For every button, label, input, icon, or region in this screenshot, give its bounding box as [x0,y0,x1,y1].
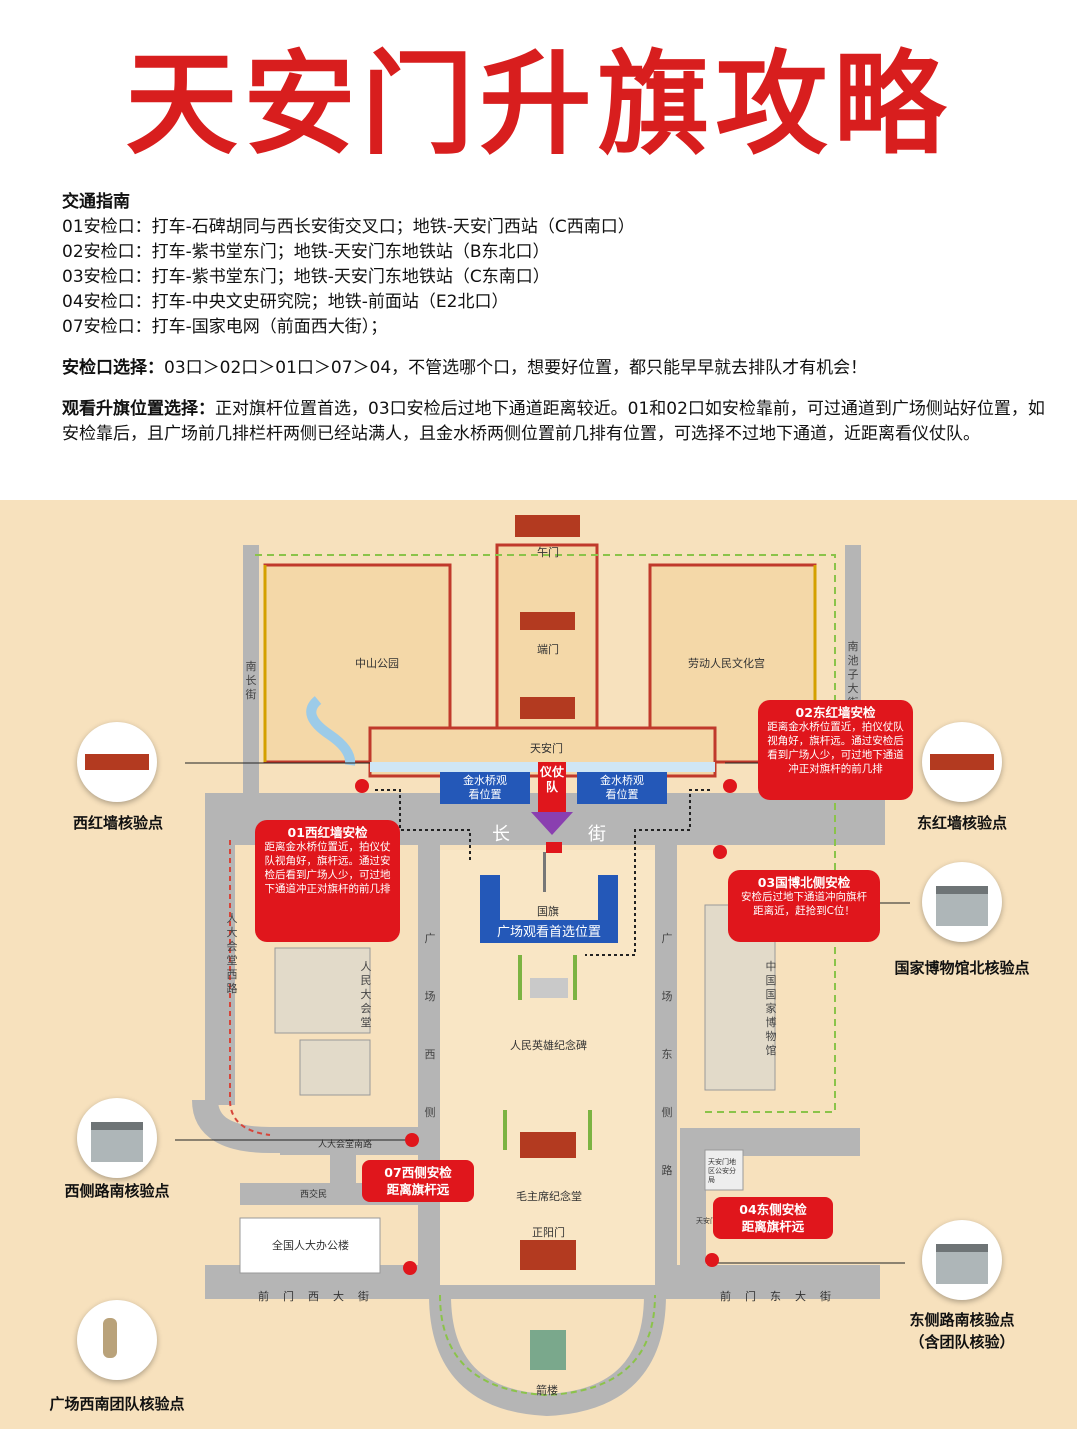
callout-03-museum-north: 03国博北侧安检 安检后过地下通道冲向旗杆距离近，赶抢到C位！ [728,870,880,942]
label-jianlou: 箭楼 [536,1384,558,1397]
view-text: 正对旗杆位置首选，03口安检后过地下通道距离较近。01和02口如安检靠前，可过通… [62,399,1045,444]
museum-north-icon [922,862,1002,942]
east-wall-icon [922,722,1002,802]
callout-07-title: 07西侧安检 [384,1165,452,1180]
label-great-hall: 人民大会堂 [360,960,372,1029]
choice-text: 03口＞02口＞01口＞07＞04，不管选哪个口，想要好位置，都只能早早就去排队… [164,358,868,378]
checkpoint-square-team: 广场西南团队核验点 [49,1395,185,1413]
road-qianmen-east: 前门东大街 [720,1290,845,1303]
square-team-icon [77,1300,157,1380]
callout-02-title: 02东红墙安检 [795,705,876,720]
honor-guard-label: 仪仗队 [539,765,564,794]
checkpoint-east-south-note: （含团队核验） [909,1333,1015,1351]
road-renda-west: 人大会堂西路 [226,912,238,995]
callout-04-body: 距离旗杆远 [741,1219,805,1234]
view-label: 观看升旗位置选择： [62,399,215,419]
label-mausoleum: 毛主席纪念堂 [516,1190,582,1203]
checkpoint-west-south: 西侧路南核验点 [64,1182,170,1200]
guide-line: 03安检口：打车-紫书堂东门；地铁-天安门东地铁站（C东南口） [62,267,550,287]
callout-01-title: 01西红墙安检 [287,825,368,840]
guide-line: 02安检口：打车-紫书堂东门；地铁-天安门东地铁站（B东北口） [62,242,550,262]
road-renda-south: 人大会堂南路 [318,1140,373,1150]
road-changjie-2: 街 [588,824,606,845]
label-national-flag: 国旗 [537,905,559,918]
road-guangchang-east: 广场东侧路 [661,932,673,1177]
view-choice: 观看升旗位置选择：正对旗杆位置首选，03口安检后过地下通道距离较近。01和02口… [62,397,1052,447]
label-wumen: 午门 [537,546,559,559]
checkpoint-choice: 安检口选择：03口＞02口＞01口＞07＞04，不管选哪个口，想要好位置，都只能… [62,356,1052,381]
bridge-view-right: 金水桥观看位置 [577,772,667,804]
checkpoint-east-wall: 东红墙核验点 [916,814,1007,832]
road-xijiaomin: 西交民 [300,1190,328,1200]
road-changjie-1: 长 [492,824,510,845]
square-map: 午门 端门 天安门 中山公园 劳动人民文化宫 国旗 人民英雄纪念碑 毛主席纪念堂… [0,500,1077,1429]
label-museum: 中国国家博物馆 [765,960,777,1057]
callout-07-body: 距离旗杆远 [386,1182,450,1197]
callout-04-east: 04东侧安检 距离旗杆远 [713,1197,833,1239]
guide-line: 07安检口：打车-国家电网（前面西大街）； [62,317,388,337]
callout-07-west: 07西侧安检 距离旗杆远 [362,1160,474,1202]
guide-line: 01安检口：打车-石碑胡同与西长安街交叉口；地铁-天安门西站（C西南口） [62,217,635,237]
label-zhongshan-park: 中山公园 [355,657,399,670]
guide-heading: 交通指南 [62,192,130,212]
callout-02-body: 距离金水桥位置近，拍仪仗队视角好，旗杆远。通过安检后看到广场人少，可过地下通道冲… [767,721,904,775]
label-laodong-palace: 劳动人民文化宫 [688,657,765,670]
road-nanchang: 南长街 [245,660,257,701]
callout-01-body: 距离金水桥位置近，拍仪仗队视角好，旗杆远。通过安检后看到广场人少，可过地下通道冲… [264,841,391,895]
label-monument: 人民英雄纪念碑 [510,1039,587,1052]
label-tiananmen: 天安门 [530,742,563,755]
west-wall-icon [77,722,157,802]
callout-03-title: 03国博北侧安检 [757,875,851,890]
road-guangchang-west: 广场西侧路 [424,932,436,1177]
guide-line: 04安检口：打车-中央文史研究院；地铁-前面站（E2北口） [62,292,509,312]
callout-01-west-wall: 01西红墙安检 距离金水桥位置近，拍仪仗队视角好，旗杆远。通过安检后看到广场人少… [255,820,400,942]
best-spot-label: 广场观看首选位置 [480,923,618,943]
map-graphics [0,500,1077,1429]
page-title: 天安门升旗攻略 [125,40,952,170]
callout-03-body: 安检后过地下通道冲向旗杆距离近，赶抢到C位！ [741,891,867,917]
east-south-icon [922,1220,1002,1300]
traffic-guide: 交通指南 01安检口：打车-石碑胡同与西长安街交叉口；地铁-天安门西站（C西南口… [62,190,1052,447]
choice-label: 安检口选择： [62,358,164,378]
road-qianmen-west: 前门西大街 [258,1290,383,1303]
checkpoint-west-wall: 西红墙核验点 [72,814,163,832]
checkpoint-museum-north: 国家博物馆北核验点 [894,959,1030,977]
label-duanmen: 端门 [537,643,559,656]
bridge-view-left: 金水桥观看位置 [440,772,530,804]
checkpoint-east-south: 东侧路南核验点 [909,1311,1015,1329]
callout-02-east-wall: 02东红墙安检 距离金水桥位置近，拍仪仗队视角好，旗杆远。通过安检后看到广场人少… [758,700,913,800]
west-south-icon [77,1098,157,1178]
label-police: 天安门地区公安分局 [708,1158,736,1184]
label-npc-office: 全国人大办公楼 [272,1239,349,1252]
label-zhengyangmen: 正阳门 [532,1226,565,1239]
callout-04-title: 04东侧安检 [739,1202,807,1217]
